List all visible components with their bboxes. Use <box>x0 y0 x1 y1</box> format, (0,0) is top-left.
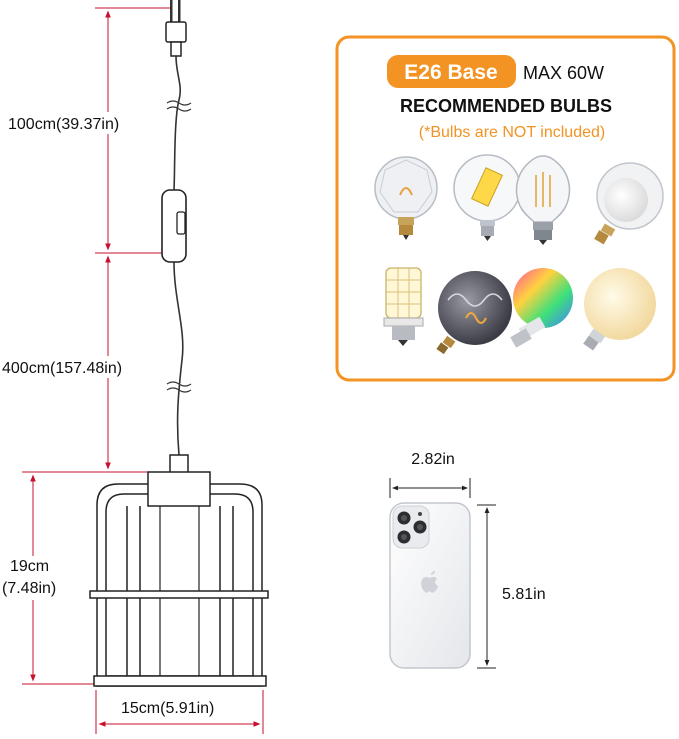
shade-height-cm-label: 19cm <box>10 558 49 575</box>
edison-filament-bulb-icon <box>515 155 571 245</box>
inline-switch-icon <box>161 189 187 263</box>
shade-width-dimension <box>95 690 264 734</box>
shade-height-in-label: (7.48in) <box>2 580 56 597</box>
cord-top-label: 100cm(39.37in) <box>8 116 119 133</box>
base-badge-label: E26 Base <box>404 61 497 84</box>
power-cord <box>166 55 192 456</box>
bulbs-note: (*Bulbs are NOT included) <box>419 124 605 141</box>
max-wattage-label: MAX 60W <box>523 63 604 83</box>
warm-globe-bulb-icon <box>583 268 656 351</box>
phone-height-label: 5.81in <box>502 586 546 603</box>
phone-width-label: 2.82in <box>411 451 455 468</box>
frosted-globe-bulb-icon <box>594 162 664 245</box>
cage-pendant-shade-icon <box>89 454 269 687</box>
cord-bottom-label: 400cm(157.48in) <box>2 360 122 377</box>
shade-width-label: 15cm(5.91in) <box>121 700 214 717</box>
base-badge: E26 Base <box>387 55 516 88</box>
crystal-globe-bulb-icon <box>374 156 438 240</box>
phone-height-dimension <box>477 504 496 669</box>
phone-width-dimension <box>389 478 471 498</box>
apple-logo-icon <box>421 571 438 593</box>
plug-icon <box>165 0 187 57</box>
corn-globe-bulb-icon <box>453 154 521 241</box>
bulbs-title: RECOMMENDED BULBS <box>400 96 612 116</box>
rgb-smart-bulb-icon <box>510 268 573 348</box>
smoky-spiral-bulb-icon <box>436 271 512 355</box>
led-corn-bulb-icon <box>383 267 424 346</box>
